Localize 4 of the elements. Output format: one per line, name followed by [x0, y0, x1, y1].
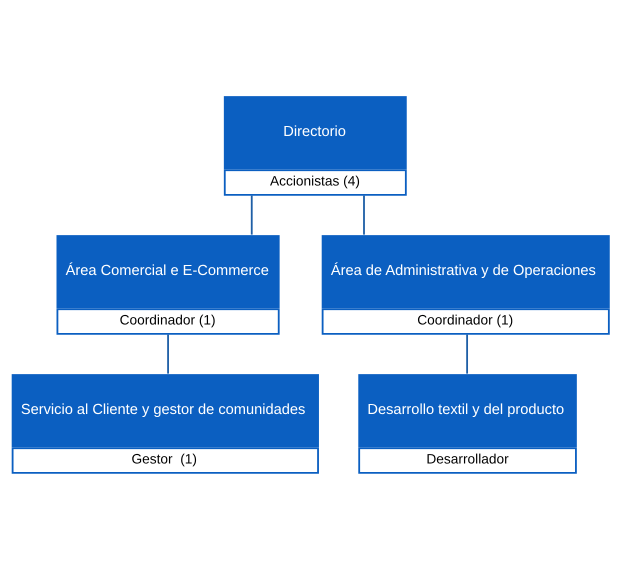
connector [167, 334, 169, 374]
connector [363, 196, 365, 235]
connector [466, 334, 468, 374]
connector [250, 196, 253, 235]
